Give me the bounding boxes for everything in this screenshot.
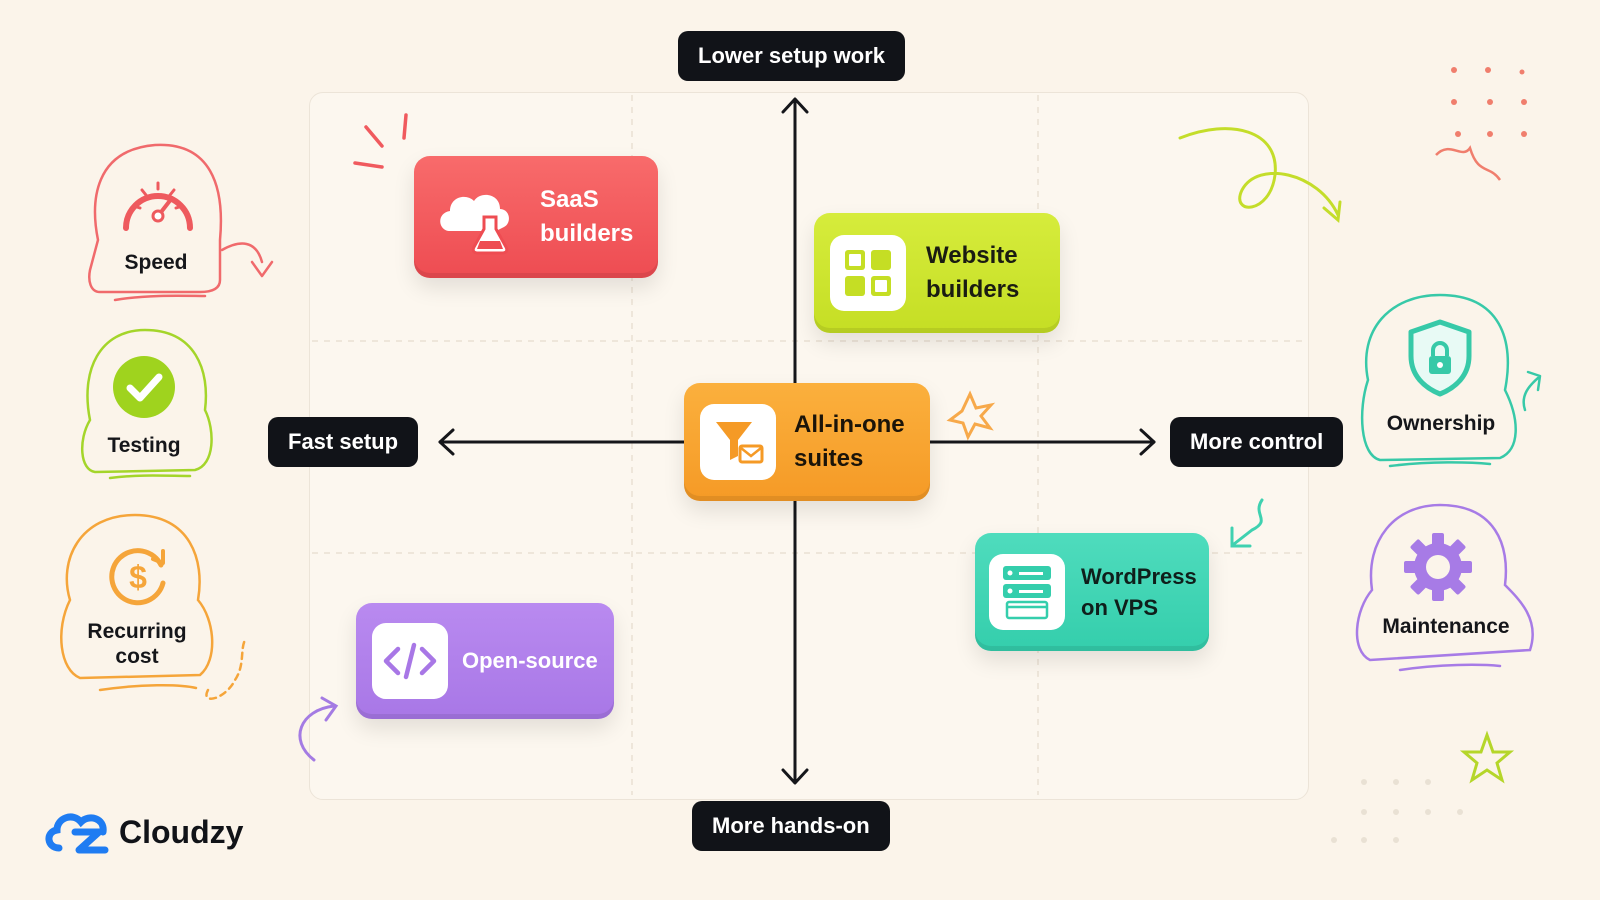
teal-arrow-doodle <box>1230 498 1264 548</box>
curly-arrow-doodle <box>1178 127 1342 223</box>
speedometer-icon <box>123 181 193 231</box>
grid-lines <box>312 95 1304 795</box>
cloud-flask-icon <box>440 194 509 255</box>
axis-label-right: More control <box>1170 417 1344 467</box>
factor-speed: Speed <box>124 251 188 274</box>
green-star-doodle <box>1459 730 1515 784</box>
testing-badge-outline <box>80 328 213 480</box>
card-label: SaaS builders <box>540 186 634 247</box>
check-circle-icon <box>113 356 175 418</box>
card-label: Website builders <box>926 242 1020 303</box>
factor-recurring-cost: Recurring cost <box>87 620 187 668</box>
card-all-in-one-suites: All-in-one suites <box>684 383 930 501</box>
gear-icon <box>1404 533 1472 601</box>
card-wordpress-on-vps: WordPress on VPS <box>975 533 1209 651</box>
axis-label-bottom: More hands-on <box>692 801 890 851</box>
factor-maintenance: Maintenance <box>1382 615 1510 638</box>
axis-label-top: Lower setup work <box>678 31 906 81</box>
svg-text:$: $ <box>129 559 147 595</box>
card-saas-builders: SaaS builders <box>414 156 658 278</box>
speed-badge-outline <box>88 143 274 302</box>
card-label: All-in-one suites <box>794 411 905 472</box>
cloudzy-logo-icon <box>45 813 109 854</box>
purple-arrow-doodle <box>298 696 339 762</box>
funnel-mail-icon <box>700 404 776 480</box>
card-label: WordPress on VPS <box>1081 564 1197 620</box>
card-website-builders: Website builders <box>814 213 1060 333</box>
brand-name: Cloudzy <box>119 813 244 850</box>
server-icon <box>989 554 1065 630</box>
axis-label-left: Fast setup <box>268 417 419 467</box>
code-icon <box>372 623 448 699</box>
squiggle-doodle <box>1435 145 1502 181</box>
ownership-badge-outline <box>1360 293 1542 468</box>
cloudzy-logo: Cloudzy <box>45 810 243 854</box>
faint-dots-doodle <box>1331 779 1463 843</box>
factor-ownership: Ownership <box>1386 412 1496 435</box>
spark-doodle <box>353 113 408 169</box>
factor-testing: Testing <box>107 434 181 457</box>
layout-grid-icon <box>830 235 906 311</box>
star-doodle <box>946 390 996 441</box>
dots-doodle <box>1451 67 1527 137</box>
recurring-badge-outline <box>60 513 247 700</box>
dollar-refresh-icon: $ <box>109 548 166 606</box>
card-open-source: Open-source <box>356 603 614 719</box>
shield-lock-icon <box>1408 319 1472 397</box>
card-label: Open-source <box>462 648 598 673</box>
maintenance-badge-outline <box>1355 503 1534 672</box>
